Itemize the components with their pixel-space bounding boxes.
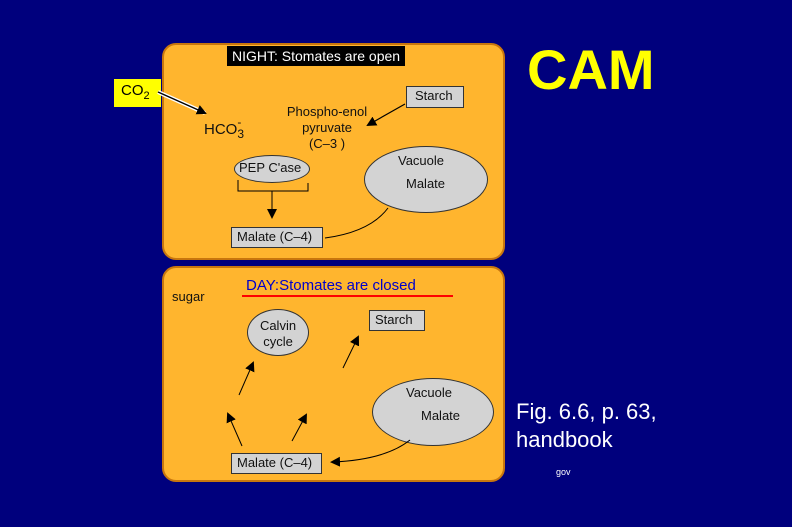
day-malate-box: Malate (C–4) xyxy=(231,453,322,474)
cam-title: CAM xyxy=(527,38,655,101)
co2-subscript: 2 xyxy=(143,90,150,102)
night-malate-box: Malate (C–4) xyxy=(231,227,323,248)
night-malate-label: Malate xyxy=(406,176,446,191)
calvin-line2: cycle xyxy=(263,334,293,349)
hco3-subscript: 3 xyxy=(237,127,245,141)
pep-line1: Phospho-enol xyxy=(286,104,368,119)
starch-to-pep-arrow xyxy=(366,103,406,126)
day-arrow-right-up xyxy=(291,413,307,442)
pep-label: Phospho-enol pyruvate (C–3 ) xyxy=(272,104,382,152)
night-vacuole-label: Vacuole xyxy=(398,153,445,168)
pep-line2: pyruvate xyxy=(302,120,352,135)
pep-case-to-malate-arrow xyxy=(237,180,309,192)
night-header: NIGHT: Stomates are open xyxy=(227,46,406,66)
pep-case-label: PEP C'ase xyxy=(239,160,302,175)
day-header-underline xyxy=(242,295,453,297)
caption-line2: handbook xyxy=(516,427,613,452)
day-panel xyxy=(162,266,505,482)
day-vacuole-ellipse xyxy=(372,378,494,446)
co2-to-hco3-arrow xyxy=(157,91,207,115)
footer-text: gov xyxy=(556,467,571,477)
calvin-label: Calvin cycle xyxy=(247,318,309,350)
pep-case-ellipse xyxy=(234,155,310,183)
day-starch-box: Starch xyxy=(369,310,425,331)
calvin-line1: Calvin xyxy=(259,318,297,333)
day-arrow-up-right xyxy=(342,335,360,369)
vacuole-to-malate-curve xyxy=(330,439,411,467)
caption-line1: Fig. 6.6, p. 63, xyxy=(516,399,657,424)
night-vacuole-ellipse xyxy=(364,146,488,213)
hco3-label: HCO3- xyxy=(204,115,245,141)
day-arrow-up-left-1 xyxy=(238,361,255,396)
figure-caption: Fig. 6.6, p. 63, handbook xyxy=(516,398,657,454)
hco3-text: HCO xyxy=(204,121,238,138)
calvin-cycle-ellipse xyxy=(247,309,309,356)
day-header: DAY:Stomates are closed xyxy=(246,277,416,294)
co2-text: CO xyxy=(121,82,144,99)
night-starch-box: Starch xyxy=(406,86,464,108)
pep-line3: (C–3 ) xyxy=(308,136,346,151)
day-arrow-left-up xyxy=(226,412,243,447)
co2-label: CO2 xyxy=(114,79,161,107)
malate-to-vacuole-curve xyxy=(324,207,389,239)
day-vacuole-label: Vacuole xyxy=(406,385,453,400)
day-malate-label: Malate xyxy=(421,408,461,423)
hco3-superscript: - xyxy=(237,115,242,129)
sugar-label: sugar xyxy=(172,289,205,304)
